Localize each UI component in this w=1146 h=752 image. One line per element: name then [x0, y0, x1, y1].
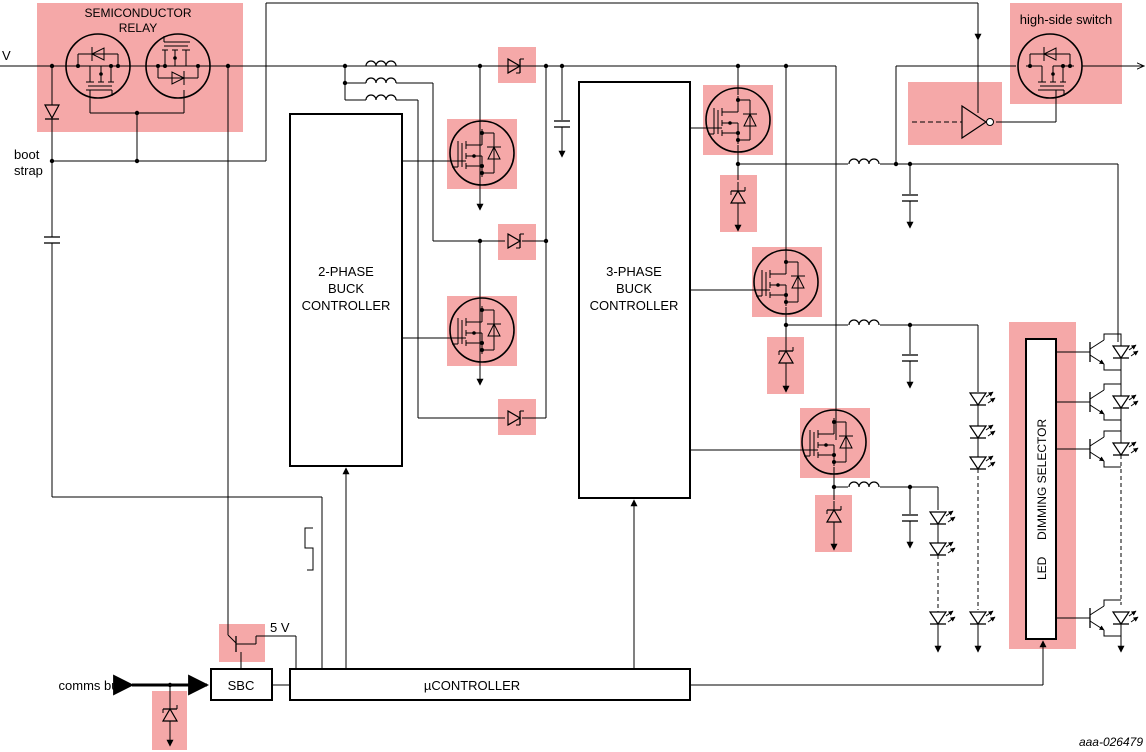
- three-phase-label-3: CONTROLLER: [590, 298, 679, 313]
- controller-section: µCONTROLLER SBC comms bus 5 V: [59, 66, 1047, 747]
- three-phase-section: 3-PHASE BUCK CONTROLLER: [578, 65, 1119, 551]
- semiconductor-relay: SEMICONDUCTOR RELAY: [65, 6, 211, 164]
- three-phase-label-1: 3-PHASE: [606, 264, 662, 279]
- dimming-selector-label: DIMMING SELECTOR: [1035, 419, 1049, 540]
- high-side-switch-label: high-side switch: [1020, 12, 1113, 27]
- v-rail: [0, 63, 837, 440]
- sbc-label: SBC: [228, 678, 255, 693]
- led-label: LED: [1035, 556, 1049, 580]
- two-phase-label-1: 2-PHASE: [318, 264, 374, 279]
- boot-label-2: strap: [14, 163, 43, 178]
- two-phase-section: 2-PHASE BUCK CONTROLLER: [289, 58, 571, 467]
- relay-label-2: RELAY: [119, 21, 157, 35]
- figure-id: aaa-026479: [1079, 735, 1143, 749]
- three-phase-label-2: BUCK: [616, 281, 652, 296]
- v-input-label: V: [2, 48, 11, 63]
- led-strings: [930, 333, 1138, 653]
- high-side-switch: high-side switch: [912, 12, 1144, 140]
- boot-strap: boot strap: [14, 2, 982, 669]
- relay-label-1: SEMICONDUCTOR: [84, 6, 191, 20]
- two-phase-label-2: BUCK: [328, 281, 364, 296]
- two-phase-label-3: CONTROLLER: [302, 298, 391, 313]
- microcontroller-box: [289, 668, 691, 701]
- led-dimming-selector: LED DIMMING SELECTOR: [1025, 338, 1057, 640]
- boot-label-1: boot: [14, 147, 40, 162]
- microcontroller-label: µCONTROLLER: [424, 678, 520, 693]
- comms-bus-label: comms bus: [59, 678, 126, 693]
- two-phase-buck-controller: [289, 113, 403, 467]
- three-phase-buck-controller: [578, 81, 691, 499]
- five-volt-label: 5 V: [270, 620, 290, 635]
